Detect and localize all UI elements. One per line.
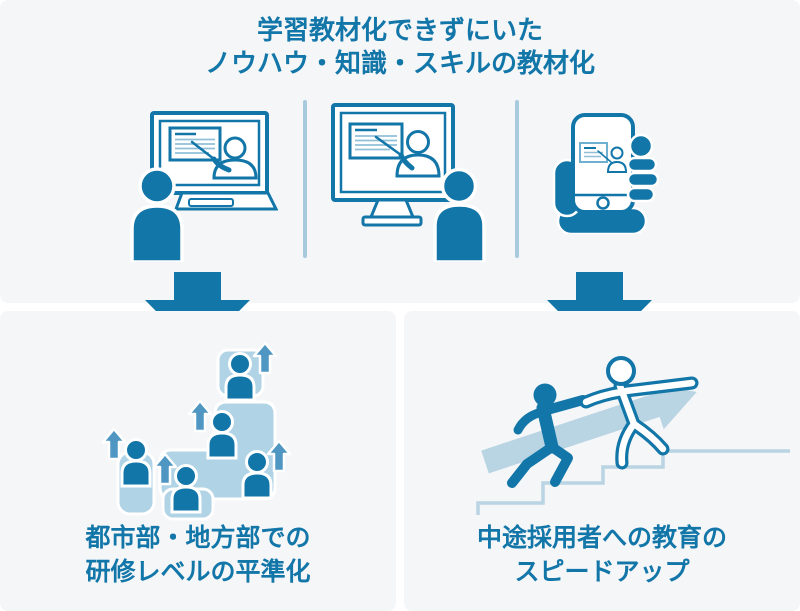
ascending-arrow (481, 381, 697, 474)
stairs (476, 449, 790, 515)
top-section: 学習教材化できずにいた ノウハウ・知識・スキルの教材化 (0, 0, 800, 303)
person-icon (224, 352, 256, 402)
viewer-figure (130, 167, 184, 262)
smartphone-lecture-icon (552, 113, 660, 234)
outcome-caption: 中途採用者への教育の スピードアップ (404, 521, 800, 589)
person-icon (206, 410, 238, 460)
person-icon (170, 464, 202, 514)
page-title: 学習教材化できずにいた ノウハウ・知識・スキルの教材化 (0, 14, 800, 80)
title-line-1: 学習教材化できずにいた (256, 15, 543, 45)
caption-line-2: 研修レベルの平準化 (85, 558, 311, 586)
phone-screen-lecture (579, 142, 628, 173)
outcome-caption: 都市部・地方部での 研修レベルの平準化 (0, 521, 396, 589)
viewer-figure (433, 167, 486, 262)
monitor-lecture-icon (331, 103, 486, 262)
divider (515, 100, 519, 258)
new-hire-figure (507, 383, 588, 488)
laptop-lecture-icon (130, 111, 278, 262)
japan-map-people-icon (101, 341, 292, 521)
instructor-figure (190, 136, 258, 180)
instructor-figure (374, 130, 441, 178)
person-icon (241, 450, 273, 500)
phone (571, 113, 635, 214)
up-arrow-icon (187, 399, 213, 433)
caption-line-1: 中途採用者への教育の (476, 524, 727, 552)
mentor-stairs-icon (476, 356, 790, 515)
divider (303, 100, 307, 258)
person-icon (120, 438, 152, 488)
title-line-2: ノウハウ・知識・スキルの教材化 (204, 48, 595, 78)
outcome-midcareer-speedup: 中途採用者への教育の スピードアップ (404, 311, 800, 611)
whiteboard (348, 122, 404, 160)
outcome-regional-leveling: 都市部・地方部での 研修レベルの平準化 (0, 311, 396, 611)
caption-line-1: 都市部・地方部での (85, 524, 311, 552)
mentor-figure (579, 356, 699, 470)
caption-line-2: スピードアップ (514, 558, 690, 586)
gripping-fingers (626, 133, 660, 203)
